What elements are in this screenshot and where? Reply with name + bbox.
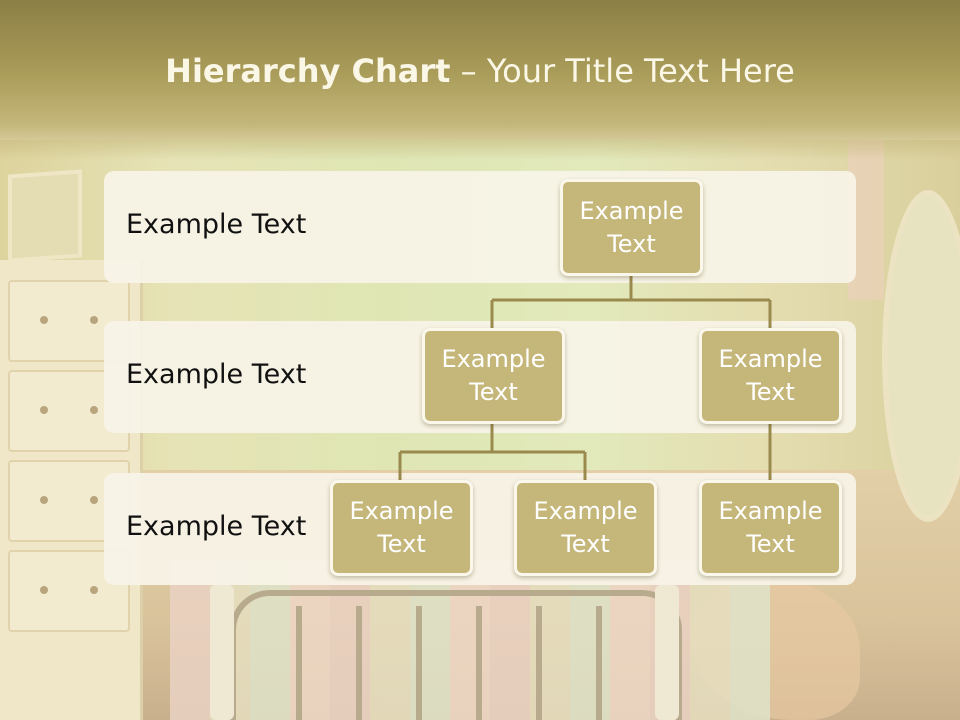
- node-level3-c[interactable]: Example Text: [699, 480, 842, 576]
- bg-headboard: [230, 590, 682, 720]
- bg-picture-frame: [8, 169, 82, 263]
- node-level3-b[interactable]: Example Text: [514, 480, 657, 576]
- node-level2-right-label: Example Text: [718, 345, 823, 406]
- node-level2-right[interactable]: Example Text: [699, 328, 842, 424]
- bg-mirror: [882, 190, 960, 522]
- title-rest: – Your Title Text Here: [450, 52, 795, 90]
- node-level3-a-label: Example Text: [349, 497, 454, 558]
- node-root[interactable]: Example Text: [560, 179, 703, 276]
- bg-bedpost: [210, 585, 234, 720]
- row-label-1: Example Text: [126, 209, 307, 240]
- node-level2-left[interactable]: Example Text: [422, 328, 565, 424]
- title-bold: Hierarchy Chart: [165, 52, 451, 90]
- node-level3-b-label: Example Text: [533, 497, 638, 558]
- node-root-label: Example Text: [579, 196, 684, 258]
- node-level2-left-label: Example Text: [441, 345, 546, 406]
- slide-title: Hierarchy Chart – Your Title Text Here: [0, 52, 960, 90]
- node-level3-a[interactable]: Example Text: [330, 480, 473, 576]
- node-level3-c-label: Example Text: [718, 497, 823, 558]
- row-level-1: Example Text: [104, 171, 856, 283]
- title-band: [0, 0, 960, 160]
- row-label-2: Example Text: [126, 359, 307, 390]
- bg-bedpost: [655, 585, 679, 720]
- row-label-3: Example Text: [126, 511, 307, 542]
